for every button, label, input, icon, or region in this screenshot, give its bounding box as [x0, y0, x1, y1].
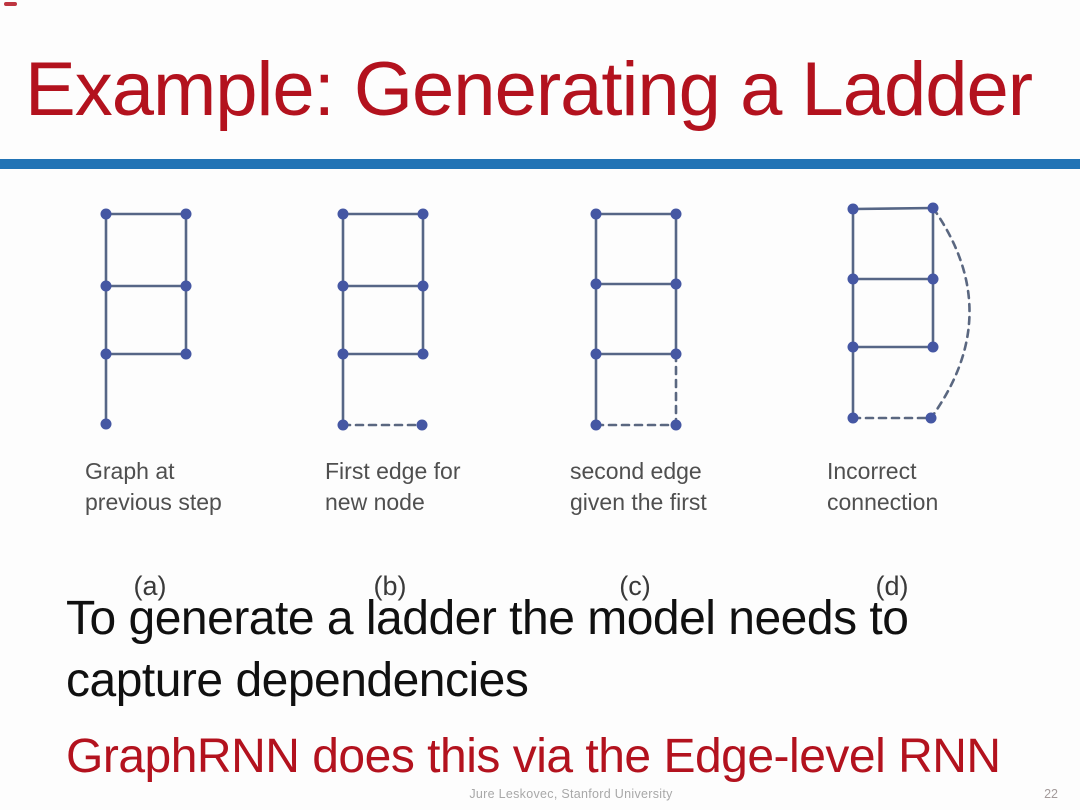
- graph-edge-dashed: [929, 206, 971, 420]
- diagram-column-a: Graph at previous step (a): [85, 456, 295, 602]
- graph-node: [590, 278, 602, 290]
- diagram-label-d: (d): [875, 571, 909, 601]
- graph-node: [100, 348, 112, 360]
- graph-node: [180, 348, 192, 360]
- caption-line: previous step: [85, 489, 222, 515]
- diagram-label-a: (a): [133, 571, 167, 601]
- graph-node: [927, 273, 939, 285]
- graph-edge-solid: [851, 206, 935, 211]
- graph-node: [670, 419, 682, 431]
- graph-node: [180, 208, 192, 220]
- diagram-column-c: second edge given the first (c): [570, 456, 780, 602]
- graph-node: [670, 348, 682, 360]
- caption-line: Incorrect: [827, 458, 917, 484]
- graph-node: [670, 208, 682, 220]
- ladder-diagram-a: [100, 208, 192, 430]
- title-divider-bar: [0, 159, 1080, 169]
- diagram-column-b: First edge for new node (b): [325, 456, 535, 602]
- graph-node: [337, 280, 349, 292]
- ladder-diagram-b: [337, 208, 429, 431]
- graph-node: [847, 341, 859, 353]
- graph-node: [417, 348, 429, 360]
- caption-line: Graph at: [85, 458, 175, 484]
- caption-line: First edge for: [325, 458, 461, 484]
- graph-node: [337, 419, 349, 431]
- diagram-label-c: (c): [619, 571, 651, 601]
- ladder-diagram-d: [847, 202, 971, 424]
- slide-title: Example: Generating a Ladder: [25, 47, 1033, 132]
- graph-node: [925, 412, 937, 424]
- graph-node: [590, 348, 602, 360]
- graph-node: [417, 208, 429, 220]
- diagram-caption-c: second edge given the first: [570, 456, 780, 518]
- graph-node: [927, 202, 939, 214]
- graph-node: [847, 203, 859, 215]
- page-number: 22: [1044, 787, 1058, 801]
- diagram-caption-b: First edge for new node: [325, 456, 535, 518]
- diagram-label-b: (b): [373, 571, 407, 601]
- graph-node: [416, 419, 428, 431]
- graph-node: [337, 348, 349, 360]
- caption-line: second edge: [570, 458, 702, 484]
- graph-node: [417, 280, 429, 292]
- caption-line: connection: [827, 489, 939, 515]
- graph-node: [590, 208, 602, 220]
- graph-node: [100, 418, 112, 430]
- graphrnn-statement: GraphRNN does this via the Edge-level RN…: [66, 730, 1001, 783]
- graph-node: [590, 419, 602, 431]
- graph-node: [180, 280, 192, 292]
- graph-node: [927, 341, 939, 353]
- footer-attribution: Jure Leskovec, Stanford University: [469, 787, 673, 801]
- diagram-column-d: Incorrect connection (d): [827, 456, 1037, 602]
- graph-node: [847, 412, 859, 424]
- graph-node: [100, 208, 112, 220]
- corner-red-mark: [4, 2, 17, 6]
- body-statement: To generate a ladder the model needs to …: [66, 592, 909, 707]
- caption-line: given the first: [570, 489, 707, 515]
- diagram-caption-a: Graph at previous step: [85, 456, 295, 518]
- ladder-diagram-c: [590, 208, 682, 431]
- graph-node: [100, 280, 112, 292]
- graph-node: [670, 278, 682, 290]
- graph-node: [337, 208, 349, 220]
- caption-line: new node: [325, 489, 425, 515]
- diagram-caption-d: Incorrect connection: [827, 456, 1037, 518]
- graph-node: [847, 273, 859, 285]
